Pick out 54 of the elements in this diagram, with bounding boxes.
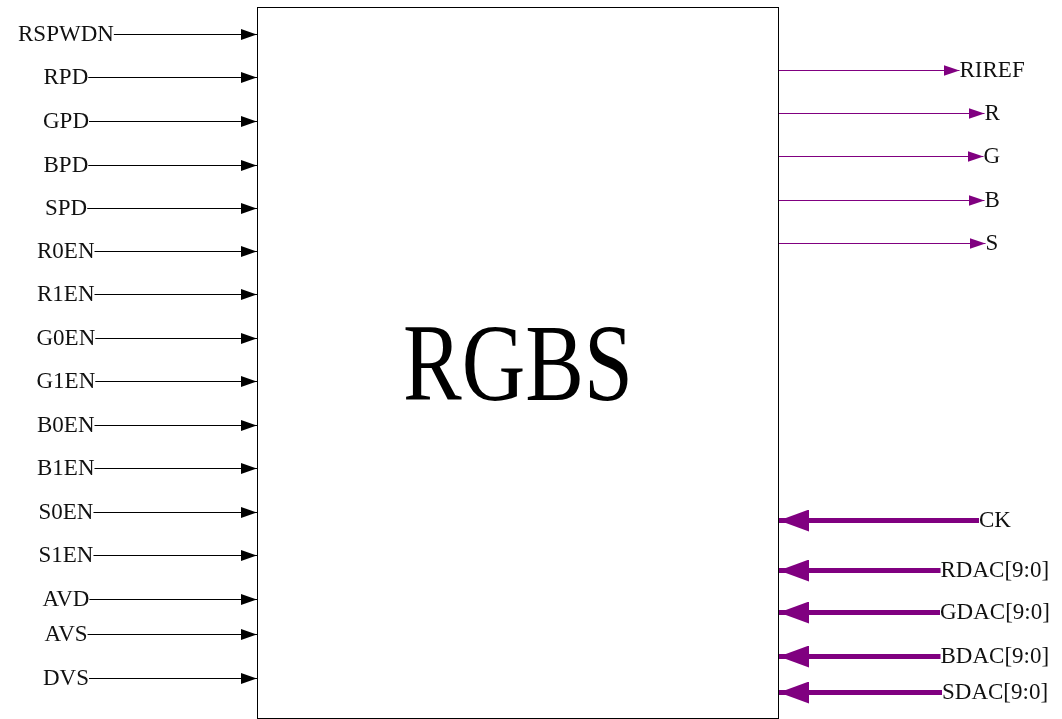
arrow (779, 601, 940, 624)
arrow (778, 151, 984, 162)
pin-label: G (983, 143, 1001, 169)
arrow (779, 509, 979, 532)
pin-label: DVS (43, 665, 89, 691)
pin-label: RDAC[9:0] (940, 557, 1050, 583)
arrow (94, 420, 258, 431)
arrow (94, 246, 258, 257)
arrow (779, 559, 941, 582)
arrow (778, 195, 985, 206)
pin-label: CK (979, 507, 1011, 533)
arrow (94, 333, 258, 344)
pin-label: B (984, 187, 1000, 213)
arrow (779, 645, 941, 668)
pin-label: S (985, 230, 999, 256)
block-box (257, 7, 779, 719)
pin-label: R0EN (37, 238, 95, 264)
pin-label: R1EN (37, 281, 95, 307)
pin-label: G1EN (36, 368, 96, 394)
arrow (88, 116, 258, 127)
arrow (87, 629, 258, 640)
arrow (88, 673, 258, 684)
pin-label: BPD (43, 152, 89, 178)
arrow (778, 238, 986, 249)
arrow (778, 108, 985, 119)
pin-label: SPD (45, 195, 88, 221)
pin-label: RSPWDN (18, 21, 114, 47)
pin-label: GPD (43, 108, 89, 134)
pin-label: B0EN (37, 412, 95, 438)
arrow (94, 463, 258, 474)
pin-label: RPD (43, 64, 89, 90)
arrow (87, 160, 258, 171)
pin-label: R (984, 100, 1000, 126)
pin-label: RIREF (959, 57, 1025, 83)
pin-label: G0EN (36, 325, 96, 351)
arrow (779, 681, 942, 704)
pin-label: SDAC[9:0] (942, 679, 1049, 705)
arrow (86, 203, 258, 214)
pin-label: S1EN (38, 542, 94, 568)
pin-label: AVS (44, 621, 88, 647)
arrow (88, 594, 258, 605)
arrow (94, 289, 258, 300)
arrow (113, 29, 258, 40)
arrow (92, 550, 258, 561)
arrow (778, 65, 960, 76)
pin-label: B1EN (37, 455, 95, 481)
arrow (92, 507, 258, 518)
pin-label: GDAC[9:0] (940, 599, 1050, 625)
pin-label: BDAC[9:0] (940, 643, 1050, 669)
arrow (87, 72, 258, 83)
pin-label: S0EN (38, 499, 94, 525)
block-title: RGBS (402, 308, 634, 418)
arrow (94, 376, 258, 387)
pin-label: AVD (42, 586, 90, 612)
